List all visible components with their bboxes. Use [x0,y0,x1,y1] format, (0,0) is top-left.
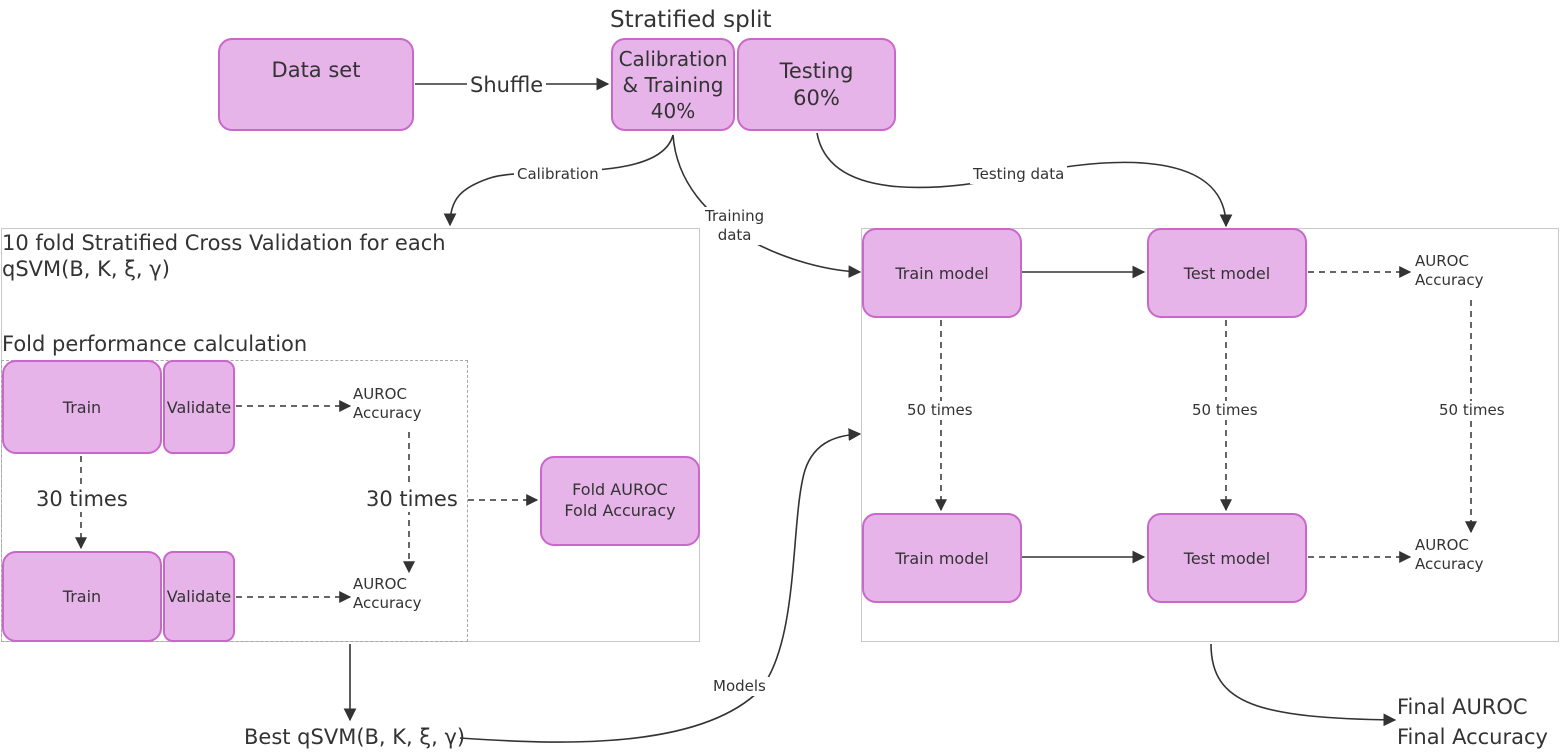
metric-times-label: 50 times [1436,401,1508,420]
validate-bottom-label: Validate [166,587,232,606]
test-model-bottom-label: Test model [1183,548,1271,568]
calibration-training-node[interactable]: Calibration & Training 40% [611,38,735,131]
fold-performance-box [1,360,468,642]
train-node-bottom[interactable]: Train [2,551,162,642]
right-metrics-top-auroc: AUROC [1415,252,1469,270]
fold-line2: Fold Accuracy [564,501,676,520]
final-accuracy: Final Accuracy [1397,725,1548,750]
final-results: Final AUROC Final Accuracy [1397,692,1548,753]
right-metrics-top: AUROC Accuracy [1415,252,1483,290]
dataset-label: Data set [271,58,361,82]
cv-metrics-bottom-accuracy: Accuracy [353,593,422,612]
train-bottom-label: Train [62,587,102,606]
cv-metrics-bottom: AUROC Accuracy [353,575,421,613]
train-model-top-label: Train model [895,263,989,283]
stratified-split-title: Stratified split [610,7,772,33]
cv-train-times-label: 30 times [33,486,131,513]
validate-node-top[interactable]: Validate [163,360,235,454]
test-model-top-label: Test model [1183,263,1271,283]
training-data-line1: Training [705,207,765,225]
cv-title-line1: 10 fold Stratified Cross Validation for … [2,231,446,255]
right-metrics-bottom: AUROC Accuracy [1415,536,1483,574]
test-model-bottom-node[interactable]: Test model [1147,513,1307,603]
validate-top-label: Validate [166,397,232,417]
train-model-bottom-label: Train model [895,548,989,568]
dataset-node[interactable]: Data set [218,38,414,131]
cv-title: 10 fold Stratified Cross Validation for … [2,230,446,283]
edge-final [1210,643,1397,727]
best-qsvm-label: Best qSVM(B, K, ξ, γ) [244,725,466,749]
fold-result-node[interactable]: Fold AUROC Fold Accuracy [540,456,700,546]
train-model-bottom-node[interactable]: Train model [862,513,1022,603]
calibration-line3: 40% [650,98,696,123]
cv-metrics-top-auroc: AUROC [353,385,407,403]
train-node-top[interactable]: Train [2,360,162,454]
calibration-line2: & Training [622,72,724,97]
cv-metrics-bottom-auroc: AUROC [353,575,407,593]
cv-title-line2: qSVM(B, K, ξ, γ) [2,257,170,282]
final-auroc: Final AUROC [1397,695,1528,719]
testing-data-label: Testing data [970,165,1068,184]
cv-metric-times-label: 30 times [363,486,461,513]
train-model-times-label: 50 times [904,401,976,420]
training-data-label: Training data [702,207,768,245]
right-metrics-top-accuracy: Accuracy [1415,270,1484,289]
test-model-times-label: 50 times [1189,401,1261,420]
validate-node-bottom[interactable]: Validate [163,551,235,642]
test-model-top-node[interactable]: Test model [1147,228,1307,318]
cv-metrics-top-accuracy: Accuracy [353,403,422,422]
testing-line2: 60% [793,86,840,111]
edge-training-data [672,134,862,279]
shuffle-label: Shuffle [467,72,547,99]
right-metrics-bottom-accuracy: Accuracy [1415,554,1484,573]
testing-node[interactable]: Testing 60% [737,38,896,131]
training-data-line2: data [717,225,752,244]
edge-models [459,428,862,743]
train-top-label: Train [62,397,102,417]
models-label: Models [710,677,769,696]
calibration-line1: Calibration [618,46,728,71]
fold-performance-title: Fold performance calculation [2,332,308,356]
testing-line1: Testing [779,59,854,83]
calibration-edge-label: Calibration [514,165,602,184]
right-metrics-bottom-auroc: AUROC [1415,536,1469,554]
train-model-top-node[interactable]: Train model [862,228,1022,318]
fold-line1: Fold AUROC [572,480,668,500]
cv-metrics-top: AUROC Accuracy [353,385,421,423]
